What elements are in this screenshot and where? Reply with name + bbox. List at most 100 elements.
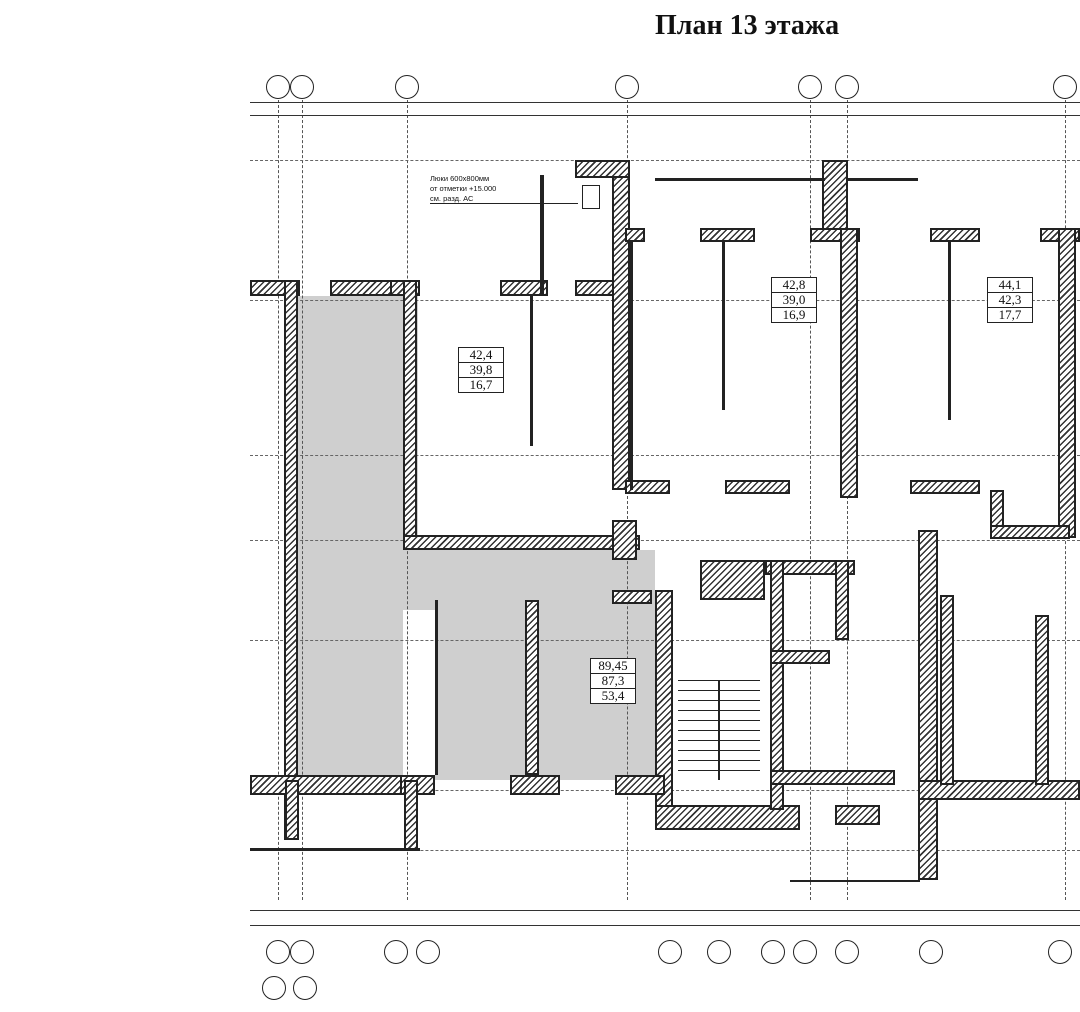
axis-marker	[384, 940, 408, 964]
area-value: 44,1	[988, 278, 1032, 293]
wall	[284, 280, 298, 840]
wall	[990, 525, 1070, 539]
axis-marker	[798, 75, 822, 99]
axis-marker	[293, 976, 317, 1000]
area-value: 42,3	[988, 293, 1032, 308]
wall	[940, 595, 954, 785]
axis-marker	[1048, 940, 1072, 964]
axis-marker	[1053, 75, 1077, 99]
area-value: 53,4	[601, 688, 625, 703]
wall	[1035, 615, 1049, 785]
wall	[403, 280, 417, 550]
axis-marker	[416, 940, 440, 964]
axis-marker	[835, 75, 859, 99]
axis-marker	[793, 940, 817, 964]
partition-wall	[722, 240, 725, 410]
wall	[575, 280, 615, 296]
stair-divider	[718, 680, 720, 780]
grid-axis-line	[847, 100, 848, 900]
axis-marker	[761, 940, 785, 964]
wall	[700, 560, 765, 600]
wall	[525, 600, 539, 775]
wall	[990, 490, 1004, 530]
wall	[615, 775, 665, 795]
wall	[770, 770, 895, 785]
axis-marker	[658, 940, 682, 964]
dimension-line	[250, 910, 1080, 911]
wall	[510, 775, 560, 795]
wall	[655, 805, 800, 830]
note-line: Люки 600х800мм	[430, 174, 490, 183]
wall	[840, 228, 858, 498]
wall	[725, 480, 790, 494]
wall	[1058, 228, 1076, 538]
axis-marker	[395, 75, 419, 99]
grid-axis-line	[250, 300, 1080, 301]
axis-marker	[615, 75, 639, 99]
axis-marker	[919, 940, 943, 964]
wall	[930, 228, 980, 242]
dimension-line	[250, 115, 1080, 116]
axis-marker	[290, 940, 314, 964]
area-value: 89,45	[591, 659, 635, 674]
wall	[770, 650, 830, 664]
dimension-line	[250, 925, 1080, 926]
grid-axis-line	[250, 850, 1080, 851]
wall	[835, 560, 849, 640]
wall	[770, 560, 784, 810]
grid-axis-line	[250, 540, 1080, 541]
note-leader	[430, 203, 578, 204]
partition-wall	[435, 600, 438, 775]
grid-axis-line	[250, 455, 1080, 456]
partition-wall	[790, 880, 920, 882]
hatch-outline	[582, 185, 600, 209]
apartment-141-fill	[435, 610, 527, 780]
area-value: 39,8	[459, 363, 503, 378]
grid-axis-line	[278, 100, 279, 900]
wall	[625, 228, 645, 242]
note-line: см. разд. АС	[430, 194, 474, 203]
axis-marker	[835, 940, 859, 964]
wall	[910, 480, 980, 494]
partition-wall	[848, 178, 918, 181]
area-value: 17,7	[998, 307, 1022, 322]
grid-axis-line	[627, 100, 628, 900]
wall	[625, 480, 670, 494]
wall	[700, 228, 755, 242]
partition-wall	[250, 848, 420, 851]
wall	[918, 780, 1080, 800]
wall	[575, 160, 630, 178]
axis-marker	[266, 75, 290, 99]
axis-marker	[262, 976, 286, 1000]
wall	[403, 535, 640, 550]
wall	[765, 560, 855, 575]
area-value: 42,8	[772, 278, 816, 293]
wall	[250, 775, 425, 795]
axis-marker	[266, 940, 290, 964]
axis-marker	[707, 940, 731, 964]
partition-wall	[540, 175, 544, 295]
dimension-line	[250, 102, 1080, 103]
grid-axis-line	[302, 100, 303, 900]
area-value: 16,7	[469, 377, 493, 392]
wall	[612, 520, 637, 560]
wall	[835, 805, 880, 825]
wall	[404, 780, 418, 850]
partition-wall	[655, 178, 825, 181]
partition-wall	[630, 240, 633, 490]
axis-marker	[290, 75, 314, 99]
area-value: 39,0	[772, 293, 816, 308]
apartment-141-fill	[298, 296, 418, 596]
partition-wall	[530, 296, 533, 446]
page-title: План 13 этажа	[655, 10, 840, 41]
wall	[285, 780, 299, 840]
grid-axis-line	[810, 100, 811, 900]
area-value: 42,4	[459, 348, 503, 363]
area-value: 16,9	[782, 307, 806, 322]
wall	[612, 160, 630, 490]
wall	[918, 530, 938, 880]
partition-wall	[948, 240, 951, 420]
